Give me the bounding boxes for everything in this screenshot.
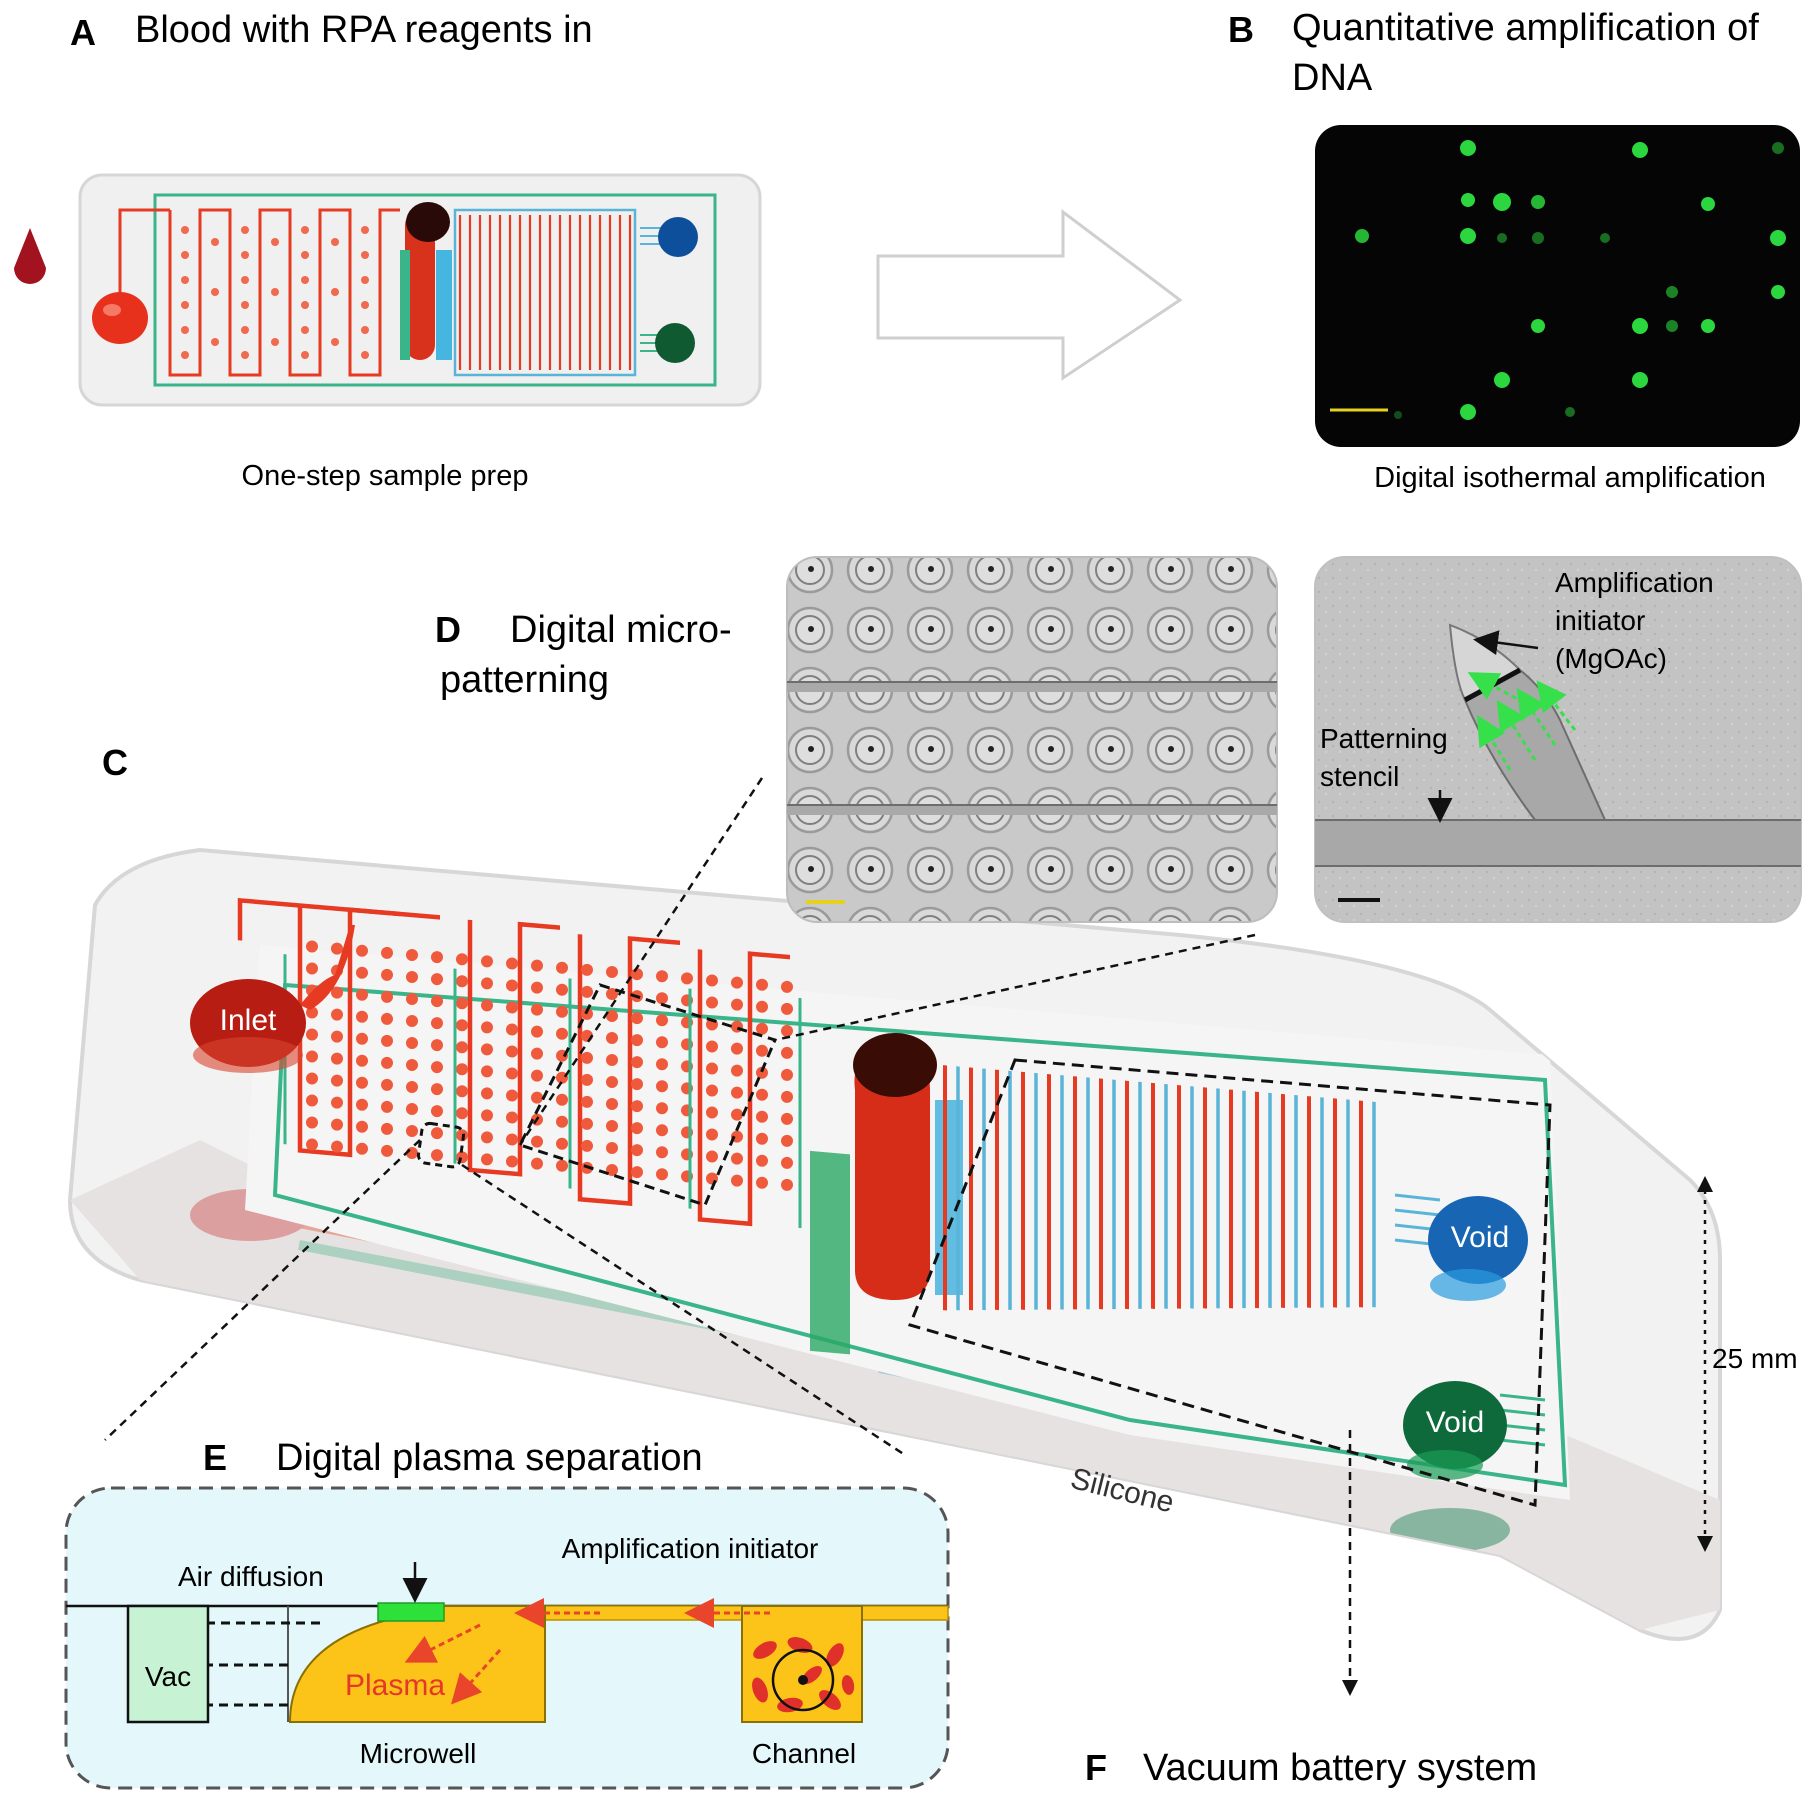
panel-f-title: Vacuum battery system bbox=[1143, 1747, 1537, 1789]
pumping-arrow bbox=[876, 208, 1183, 381]
inset-label-stencil-2: stencil bbox=[1320, 761, 1399, 792]
zoom-connector bbox=[774, 933, 1256, 1042]
zoom-connector bbox=[518, 777, 764, 1146]
stencil-inset-image bbox=[1314, 556, 1802, 923]
panel-a: A Blood with RPA reagents in bbox=[14, 9, 762, 492]
inlet-label: Inlet bbox=[220, 1004, 277, 1037]
panel-b-letter: B bbox=[1228, 9, 1254, 50]
panel-f-letter: F bbox=[1085, 1747, 1107, 1788]
plasma-separation-schematic bbox=[64, 1486, 950, 1790]
panel-d: D Digital micro- patterning bbox=[435, 556, 1802, 1146]
panel-d-title-line2: patterning bbox=[440, 659, 609, 701]
right-arrow-icon bbox=[876, 208, 1183, 381]
panel-f: F Vacuum battery system bbox=[1085, 1430, 1537, 1789]
zoom-connector bbox=[104, 1139, 421, 1441]
panel-d-title-line1: Digital micro- bbox=[510, 609, 732, 651]
label-air-diffusion: Air diffusion bbox=[178, 1561, 324, 1592]
void-green-label: Void bbox=[1426, 1406, 1484, 1439]
panel-e: E Digital plasma separation bbox=[64, 1139, 950, 1790]
label-plasma: Plasma bbox=[345, 1669, 445, 1702]
dimension-label: 25 mm bbox=[1712, 1343, 1798, 1374]
label-microwell: Microwell bbox=[360, 1738, 477, 1769]
inset-label-initiator-3: (MgOAc) bbox=[1555, 643, 1667, 674]
chip-photo-large: Inlet Void Void Silicone bbox=[67, 847, 1722, 1641]
panel-b-caption: Digital isothermal amplification bbox=[1374, 462, 1766, 494]
panel-c-letter: C bbox=[102, 742, 128, 783]
panel-a-letter: A bbox=[70, 12, 96, 53]
label-channel: Channel bbox=[752, 1738, 856, 1769]
panel-a-caption: One-step sample prep bbox=[242, 460, 529, 492]
panel-e-title: Digital plasma separation bbox=[276, 1437, 703, 1479]
patterning-region-box bbox=[517, 983, 778, 1207]
microwell-region-box bbox=[416, 1121, 466, 1169]
fluorescence-image bbox=[1315, 125, 1800, 447]
label-vac: Vac bbox=[145, 1661, 191, 1692]
inset-label-stencil-1: Patterning bbox=[1320, 723, 1448, 754]
inset-label-initiator-2: initiator bbox=[1555, 605, 1645, 636]
panel-b-title-line2: DNA bbox=[1292, 57, 1373, 99]
vacuum-region-box bbox=[907, 1058, 1552, 1507]
panel-a-title: Blood with RPA reagents in bbox=[135, 9, 593, 51]
micropattern-image bbox=[786, 556, 1278, 923]
chip-photo-small bbox=[78, 173, 762, 407]
panel-b: B Quantitative amplification of DNA bbox=[1228, 7, 1800, 494]
inset-label-initiator-1: Amplification bbox=[1555, 567, 1714, 598]
panel-d-letter: D bbox=[435, 609, 461, 650]
zoom-connector bbox=[461, 1163, 906, 1457]
panel-e-letter: E bbox=[203, 1437, 227, 1478]
label-initiator: Amplification initiator bbox=[562, 1533, 819, 1564]
initiator-pointer bbox=[1473, 630, 1539, 656]
void-blue-label: Void bbox=[1451, 1221, 1509, 1254]
panel-c: C bbox=[67, 742, 1798, 1641]
panel-b-title-line1: Quantitative amplification of bbox=[1292, 7, 1759, 49]
blood-drop-icon bbox=[14, 228, 46, 284]
